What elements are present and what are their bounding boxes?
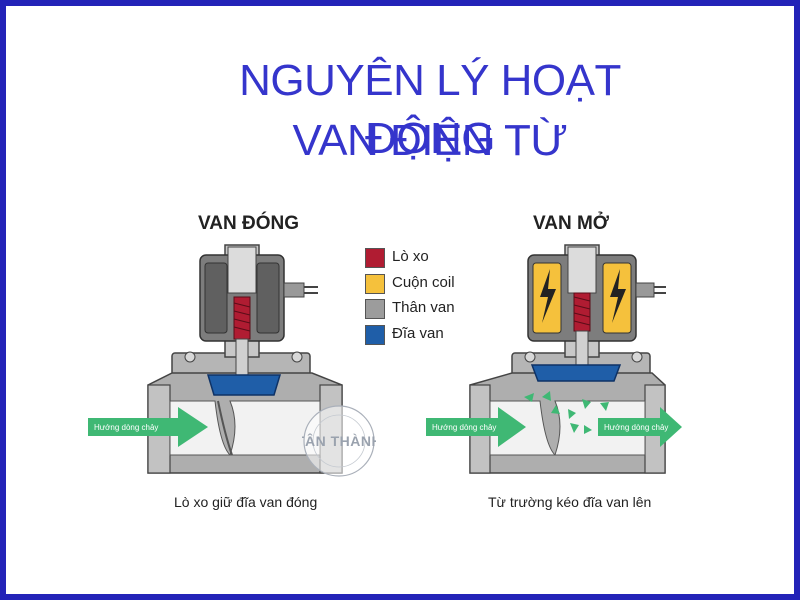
closed-valve-disc <box>206 374 282 396</box>
closed-coil-left <box>204 262 228 334</box>
open-flow-arrow-out <box>598 407 682 447</box>
open-internal-flow-arrows <box>524 391 609 434</box>
legend-swatch-coil <box>365 273 385 294</box>
open-bolt-left <box>524 351 536 363</box>
open-spring-coils <box>573 296 591 326</box>
open-flow-label-out: Hướng dòng chảy <box>604 423 668 432</box>
closed-bolt-left <box>184 351 196 363</box>
legend-label-body: Thân van <box>392 299 455 316</box>
legend-label-disc: Đĩa van <box>392 324 444 342</box>
closed-stem <box>235 338 249 376</box>
open-connector-pins <box>654 286 666 294</box>
closed-connector-pins <box>304 286 318 294</box>
open-flow-arrow-in <box>426 407 526 447</box>
open-coil-left <box>532 262 562 334</box>
closed-connector <box>283 282 305 298</box>
closed-valve-heading: VAN ĐÓNG <box>198 213 299 234</box>
legend-swatch-spring <box>365 248 385 268</box>
closed-outlet-chamber <box>229 400 321 456</box>
open-plunger-stop <box>567 246 597 294</box>
open-stem <box>575 330 589 366</box>
open-connector <box>635 282 655 298</box>
open-valve-diagram: Hướng dòng chảy Hướng dòng chảy <box>426 244 682 474</box>
closed-plunger-stop <box>227 246 257 294</box>
open-bolt-right <box>631 351 643 363</box>
legend-swatch-body <box>365 299 385 319</box>
page-title-line-2: VAN ĐIỆN TỪ <box>292 116 568 165</box>
lightning-icon <box>540 269 556 323</box>
legend-label-spring: Lò xo <box>392 248 429 265</box>
open-valve-caption: Từ trường kéo đĩa van lên <box>488 494 652 510</box>
page-title-line-1: NGUYÊN LÝ HOẠT ĐỘNG <box>239 56 621 163</box>
closed-coil-right <box>256 262 280 334</box>
lightning-icon <box>610 269 626 323</box>
legend-swatch-disc <box>365 324 385 345</box>
closed-bolt-right <box>291 351 303 363</box>
closed-spring-coils <box>233 302 251 332</box>
open-valve-disc <box>530 364 622 382</box>
closed-flow-arrow <box>88 407 208 447</box>
closed-valve-caption: Lò xo giữ đĩa van đóng <box>174 494 318 510</box>
open-coil-right <box>602 262 632 334</box>
legend-label-coil: Cuộn coil <box>392 273 455 291</box>
closed-flow-label: Hướng dòng chảy <box>94 423 158 432</box>
tan-thanh-watermark-logo: TÂN THÀNH <box>302 405 376 477</box>
open-flow-label-in: Hướng dòng chảy <box>432 423 496 432</box>
watermark-name: TÂN THÀNH <box>302 432 376 449</box>
closed-partition <box>217 400 233 456</box>
open-valve-heading: VAN MỞ <box>533 213 610 234</box>
